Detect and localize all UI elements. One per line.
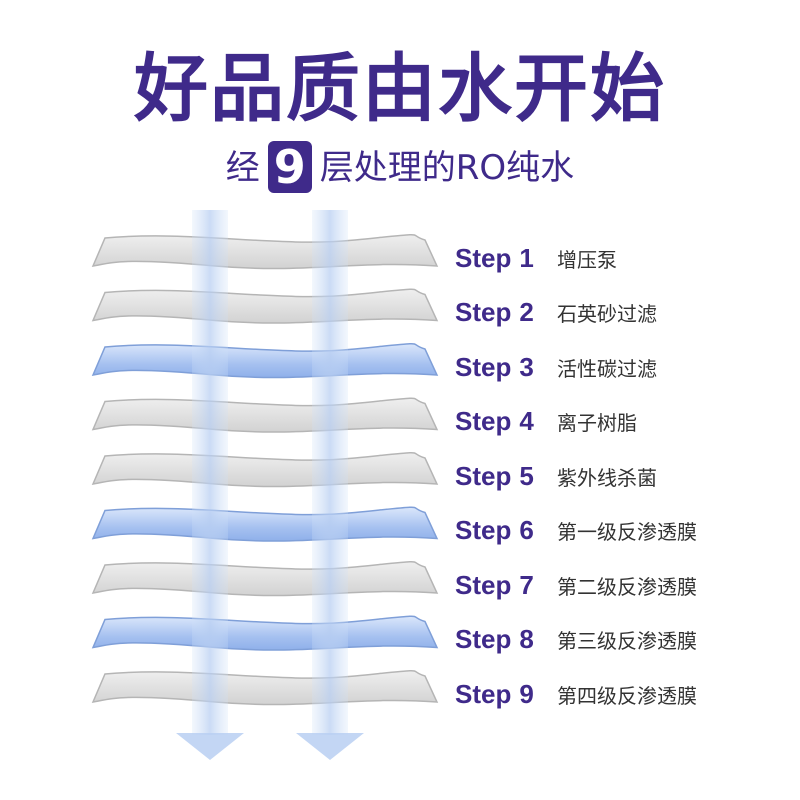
- filter-layer-8: [91, 615, 439, 651]
- step-description: 增压泵: [557, 247, 617, 272]
- step-number: 1: [519, 242, 534, 273]
- filter-layer-4: [91, 397, 439, 433]
- step-number: 5: [519, 460, 534, 491]
- step-description: 紫外线杀菌: [557, 465, 657, 490]
- step-word: Step: [455, 515, 512, 545]
- filter-layer-2: [91, 288, 439, 324]
- step-number: 2: [519, 297, 534, 327]
- filter-layer-6: [91, 506, 439, 542]
- down-arrow-icon: [296, 733, 364, 760]
- water-flow-stream-1: [192, 210, 228, 735]
- filter-layer-9: [91, 670, 439, 706]
- filter-layer-3: [91, 343, 439, 379]
- step-word: Step: [455, 406, 512, 436]
- filter-layer-1: [91, 234, 439, 270]
- page-title: 好品质由水开始: [134, 46, 666, 132]
- step-description: 石英砂过滤: [557, 302, 657, 326]
- filter-layer-5: [91, 452, 439, 488]
- step-word: Step: [455, 569, 512, 600]
- step-number: 6: [519, 515, 534, 545]
- step-word: Step: [455, 351, 512, 382]
- step-number: 3: [519, 351, 534, 382]
- step-description: 第二级反渗透膜: [557, 574, 697, 599]
- step-description: 第三级反渗透膜: [557, 629, 697, 653]
- down-arrow-icon: [176, 733, 244, 760]
- step-description: 第一级反渗透膜: [557, 520, 697, 544]
- filter-layer-7: [91, 561, 439, 597]
- step-number: 4: [519, 406, 534, 436]
- water-flow-stream-2: [312, 210, 348, 735]
- step-description: 离子树脂: [557, 411, 637, 435]
- step-number: 7: [519, 569, 534, 600]
- step-word: Step: [455, 624, 512, 654]
- step-word: Step: [455, 297, 512, 327]
- step-description: 第四级反渗透膜: [557, 683, 697, 708]
- step-word: Step: [455, 678, 512, 709]
- step-number: 8: [519, 624, 534, 654]
- step-description: 活性碳过滤: [557, 356, 657, 381]
- layer-count-badge: 9: [267, 140, 312, 193]
- step-word: Step: [455, 460, 512, 491]
- subtitle-prefix: 经: [225, 148, 260, 188]
- step-number: 9: [519, 678, 534, 709]
- step-word: Step: [455, 242, 512, 273]
- subtitle-suffix: 层处理的RO纯水: [319, 148, 575, 188]
